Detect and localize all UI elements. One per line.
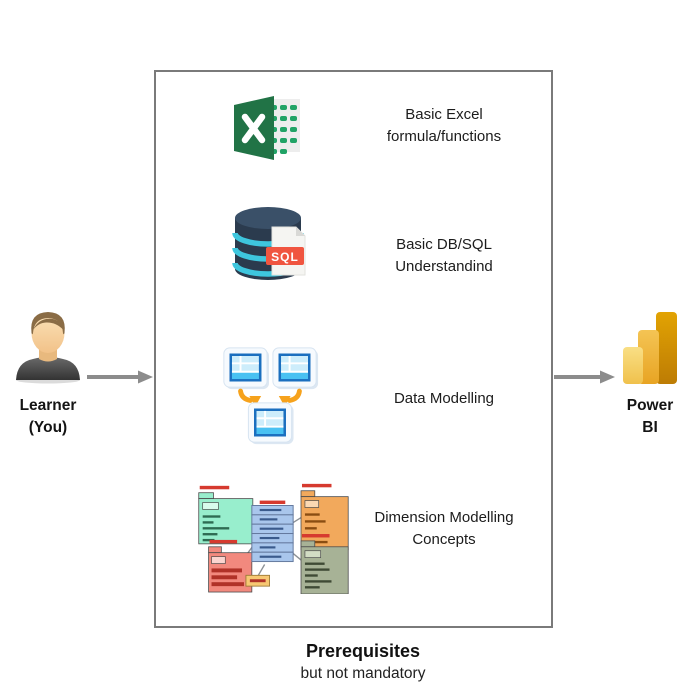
prereq-item-label: Data Modelling — [393, 390, 495, 407]
arrow-right-icon — [554, 370, 615, 384]
powerbi-icon — [623, 312, 677, 384]
caption-title: Prerequisites — [305, 641, 421, 661]
powerbi-node: Power BI — [614, 312, 686, 439]
sql-badge-label: SQL — [271, 250, 299, 264]
person-icon — [16, 312, 80, 384]
learner-node: Learner (You) — [4, 306, 92, 439]
learner-label: Learner (You) — [19, 397, 77, 436]
database-sql-icon: SQL — [232, 207, 306, 280]
caption-subtitle: but not mandatory — [300, 665, 426, 682]
star-schema-icon — [198, 483, 349, 594]
excel-icon — [234, 96, 300, 160]
prereq-item-label: Basic DB/SQL Understandind — [395, 236, 493, 275]
powerbi-label: Power BI — [626, 397, 674, 436]
prereq-item-label: Dimension Modelling Concepts — [374, 509, 514, 548]
caption: Prerequisites but not mandatory — [154, 639, 572, 685]
prereq-item-label: Basic Excel formula/functions — [386, 106, 502, 145]
arrow-right-icon — [87, 370, 153, 384]
data-modelling-icon — [223, 347, 319, 445]
